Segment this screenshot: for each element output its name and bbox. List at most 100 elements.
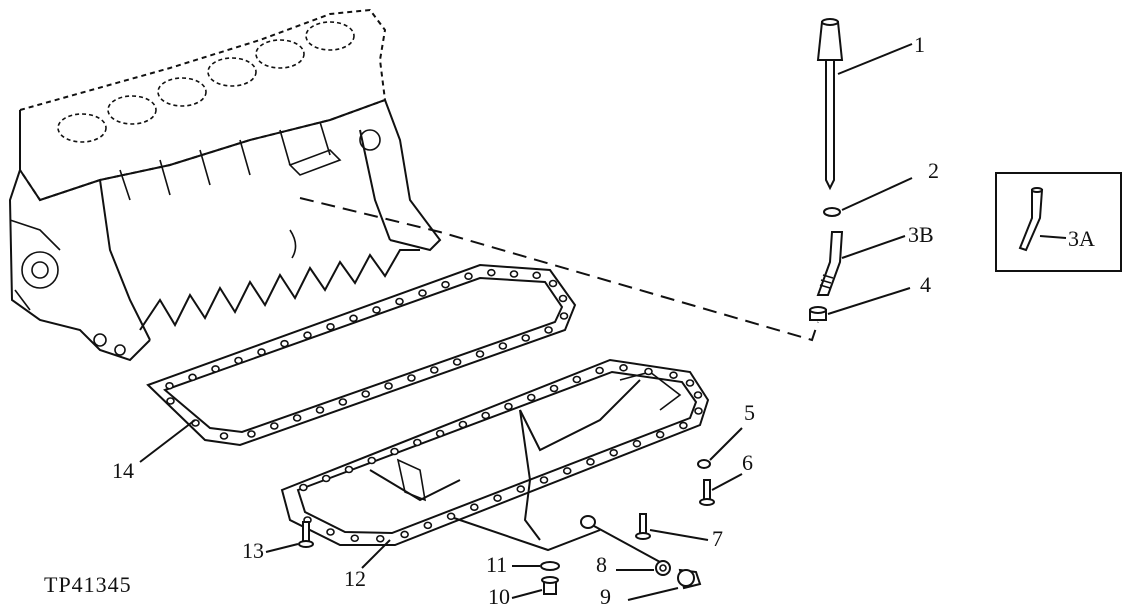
gasket-bolt-hole — [452, 358, 462, 366]
gasket-bolt-hole — [315, 406, 325, 414]
gasket-bolt-hole — [372, 306, 381, 314]
gasket-bolt-hole — [269, 422, 279, 430]
plug-10 — [511, 576, 559, 599]
washer-5 — [697, 427, 743, 469]
pan-bolt-hole — [685, 379, 695, 387]
pan-bolt-hole — [446, 512, 456, 521]
pan-bolt-hole — [586, 458, 595, 466]
dipstick-tube-b — [816, 231, 906, 296]
gasket-bolt-hole — [247, 430, 256, 438]
callout-8: 8 — [596, 552, 607, 577]
dipstick — [816, 18, 913, 191]
callout-1: 1 — [914, 32, 925, 57]
callout-14: 14 — [112, 458, 134, 483]
plug-9 — [627, 568, 702, 601]
engine-block — [8, 8, 442, 362]
pan-bolt-hole — [458, 420, 468, 429]
gasket-bolt-hole — [487, 268, 496, 277]
pan-bolt-hole — [655, 430, 665, 439]
pan-bolt-hole — [679, 421, 688, 430]
pan-bolt-hole — [390, 447, 399, 456]
gasket-bolt-hole — [475, 350, 485, 358]
gasket-bolt-hole — [498, 342, 508, 350]
callout-4: 4 — [920, 272, 931, 297]
pan-bolt-hole — [367, 456, 377, 465]
pan-bolt-hole — [539, 476, 549, 484]
inset-box-3a — [995, 172, 1122, 272]
leader-12 — [361, 539, 391, 569]
gasket-bolt-hole — [326, 322, 335, 331]
gasket-bolt-hole — [509, 270, 519, 278]
assembly-dashed-line — [299, 197, 819, 342]
pan-bolt-hole — [299, 483, 308, 492]
gasket-bolt-hole — [166, 397, 175, 405]
gasket-bolt-hole — [395, 297, 404, 306]
oil-pan-gasket — [146, 263, 577, 447]
gasket-bolt-hole — [441, 280, 450, 289]
pan-bolt-hole — [350, 534, 360, 543]
tube-grommet — [809, 287, 911, 321]
pan-bolt-hole — [632, 439, 642, 448]
pan-bolt-hole — [344, 465, 354, 474]
pan-bolt-hole — [375, 534, 385, 543]
pan-bolt-hole — [435, 429, 445, 438]
pan-bolt-hole — [669, 371, 678, 379]
pan-bolt-hole — [326, 528, 335, 536]
callout-7: 7 — [712, 526, 723, 551]
gasket-bolt-hole — [418, 289, 427, 297]
dipstick-seal — [823, 177, 913, 217]
pan-bolt-hole — [526, 393, 536, 402]
leader-14 — [139, 419, 196, 463]
pan-bolt-hole — [423, 521, 433, 530]
gasket-bolt-hole — [219, 432, 229, 440]
gasket-bolt-hole — [361, 390, 371, 398]
o-ring-8 — [580, 515, 671, 576]
pan-bolt-hole — [562, 467, 572, 475]
gasket-bolt-hole — [257, 348, 266, 356]
callout-10: 10 — [488, 584, 510, 608]
pan-bolt-hole — [572, 375, 582, 384]
gasket-bolt-hole — [280, 339, 289, 348]
screw-7 — [635, 513, 709, 541]
gasket-bolt-hole — [464, 272, 473, 281]
pan-bolt-hole — [644, 367, 653, 376]
gasket-bolt-hole — [544, 326, 553, 334]
callout-3b: 3B — [908, 222, 934, 247]
pan-bolt-hole — [549, 384, 559, 393]
gasket-bolt-hole — [407, 374, 416, 382]
pan-bolt-hole — [470, 503, 479, 512]
callout-5: 5 — [744, 400, 755, 425]
gasket-bolt-hole — [303, 331, 312, 340]
pan-bolt-hole — [516, 485, 526, 493]
screw-13 — [265, 521, 314, 553]
gasket-bolt-hole — [234, 356, 243, 365]
gasket-bolt-hole — [188, 373, 197, 382]
pan-bolt-hole — [694, 407, 703, 415]
pan-bolt-hole — [413, 438, 422, 447]
gasket-bolt-hole — [165, 381, 174, 390]
pan-bolt-hole — [504, 402, 513, 411]
pan-bolt-hole — [595, 366, 604, 375]
callout-13: 13 — [242, 538, 264, 563]
pan-bolt-hole — [493, 494, 502, 502]
figure-code: TP41345 — [44, 572, 132, 597]
gasket-bolt-hole — [211, 365, 220, 373]
oil-pan — [280, 358, 710, 546]
gasket-bolt-hole — [384, 382, 393, 390]
callout-3a: 3A — [1068, 226, 1095, 251]
pan-bolt-hole — [321, 474, 331, 483]
pan-bolt-hole — [609, 448, 618, 457]
callout-11: 11 — [486, 552, 507, 577]
callout-9: 9 — [600, 584, 611, 608]
gasket-bolt-hole — [521, 334, 531, 342]
callout-12: 12 — [344, 566, 366, 591]
gasket-bolt-hole — [558, 294, 568, 303]
pan-bolt-hole — [400, 530, 409, 539]
gasket-bolt-hole — [559, 312, 569, 320]
pan-bolt-hole — [481, 411, 490, 420]
screw-6 — [699, 473, 743, 506]
callout-2: 2 — [928, 158, 939, 183]
gasket-bolt-hole — [429, 366, 439, 374]
gasket-bolt-hole — [338, 398, 348, 406]
